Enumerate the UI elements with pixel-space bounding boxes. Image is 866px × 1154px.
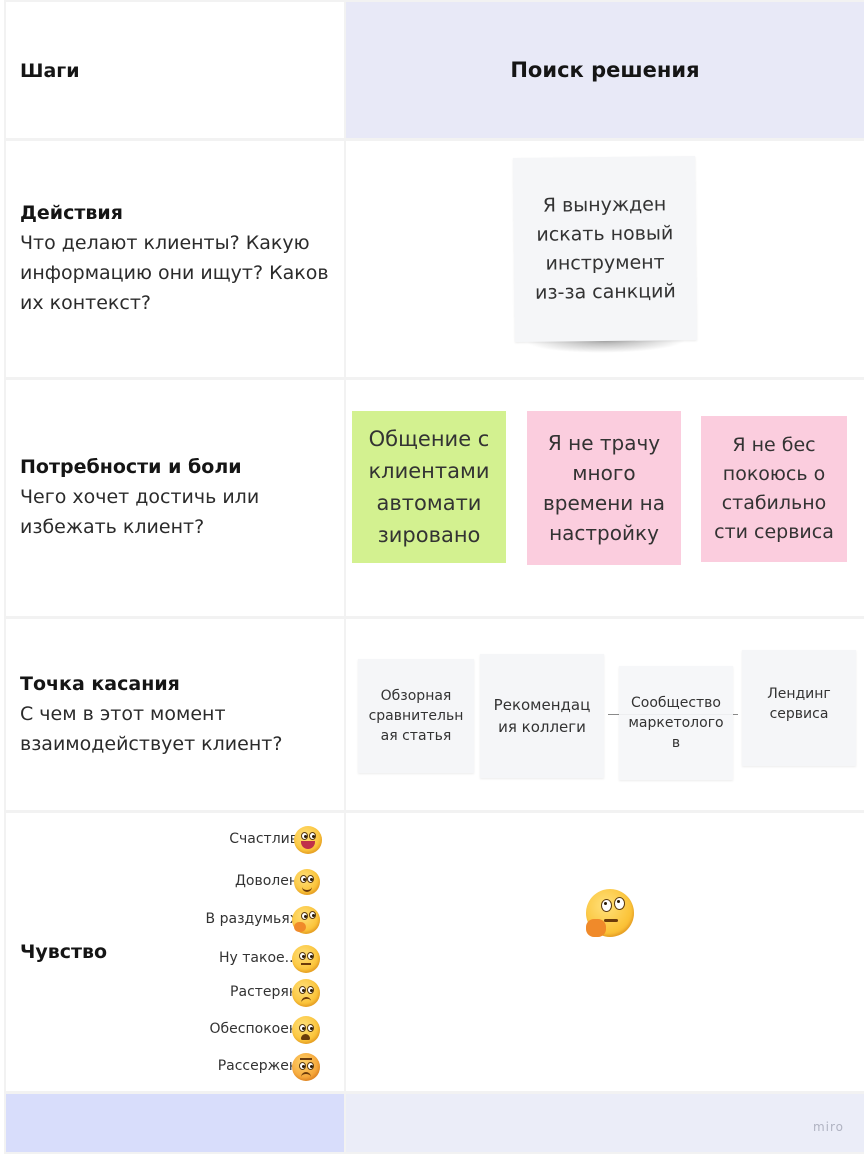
feeling-scale-confused: Растерян bbox=[6, 979, 344, 1007]
smiling-face-icon bbox=[294, 869, 320, 895]
feeling-label: Рассержен bbox=[217, 1058, 298, 1074]
touchpoint-label-cell: Точка касания С чем в этот момент взаимо… bbox=[6, 619, 344, 810]
needs-stage-cell: Общение с клиентами автомати зировано Я … bbox=[346, 380, 864, 616]
touchpoint-sticky-recommendation[interactable]: Рекомендац ия коллеги bbox=[480, 654, 604, 790]
feeling-stage-cell[interactable] bbox=[346, 813, 864, 1091]
footer-left-cell bbox=[6, 1094, 344, 1152]
journey-map-board: Шаги Поиск решения Действия Что делают к… bbox=[4, 0, 864, 1154]
touchpoint-title: Точка касания bbox=[20, 673, 180, 695]
touchpoint-sticky-landing[interactable]: Лендинг сервиса bbox=[742, 650, 856, 778]
touchpoint-stage-cell: Обзорная сравнительн ая статья Рекоменда… bbox=[346, 619, 864, 810]
feeling-label-cell: Чувство Счастлив Доволен В раздумьях Ну … bbox=[6, 813, 344, 1091]
need-sticky-text: Я не трачу много времени на настройку bbox=[543, 431, 665, 545]
feeling-title: Чувство bbox=[20, 941, 108, 963]
feeling-label: Обеспокоен bbox=[209, 1021, 298, 1037]
needs-title: Потребности и боли bbox=[20, 456, 242, 478]
actions-title: Действия bbox=[20, 202, 123, 224]
neutral-face-icon bbox=[292, 945, 320, 973]
feeling-label: Растерян bbox=[230, 984, 298, 1000]
miro-watermark: miro bbox=[812, 1120, 844, 1134]
feeling-label: Доволен bbox=[234, 873, 298, 889]
need-sticky-text: Общение с клиентами автомати зировано bbox=[368, 427, 490, 547]
happy-face-icon bbox=[294, 826, 322, 854]
actions-stage-cell: Я вынужден искать новый инструмент из-за… bbox=[346, 141, 864, 377]
worried-face-icon bbox=[292, 1016, 320, 1044]
feeling-label: В раздумьях bbox=[205, 911, 298, 927]
feeling-scale-happy: Счастлив bbox=[6, 826, 344, 854]
touchpoint-sticky-text: Лендинг сервиса bbox=[767, 686, 831, 722]
touchpoint-sticky-text: Рекомендац ия коллеги bbox=[493, 696, 591, 736]
angry-face-icon bbox=[292, 1053, 320, 1081]
touchpoint-sticky-text: Сообщество маркетолого в bbox=[628, 695, 724, 751]
needs-description: Чего хочет достичь или избежать клиент? bbox=[20, 486, 260, 538]
need-sticky-text: Я не бес покоюсь о стабильно сти сервиса bbox=[714, 434, 834, 543]
action-sticky[interactable]: Я вынужден искать новый инструмент из-за… bbox=[513, 156, 697, 342]
touchpoint-description: С чем в этот момент взаимодействует клие… bbox=[20, 703, 283, 755]
touchpoint-sticky-text: Обзорная сравнительн ая статья bbox=[368, 688, 464, 744]
thinking-face-icon[interactable] bbox=[586, 889, 634, 937]
need-sticky-setup-time[interactable]: Я не трачу много времени на настройку bbox=[527, 411, 681, 577]
feeling-scale-meh: Ну такое... bbox=[6, 945, 344, 973]
touchpoint-sticky-community[interactable]: Сообщество маркетолого в bbox=[619, 666, 733, 792]
feeling-scale-content: Доволен bbox=[6, 868, 344, 896]
need-sticky-automation[interactable]: Общение с клиентами автомати зировано bbox=[352, 411, 506, 575]
need-sticky-stability[interactable]: Я не бес покоюсь о стабильно сти сервиса bbox=[701, 416, 847, 574]
actions-description: Что делают клиенты? Какую информацию они… bbox=[20, 232, 329, 314]
action-sticky-text: Я вынужден искать новый инструмент из-за… bbox=[534, 193, 676, 304]
confused-face-icon bbox=[292, 979, 320, 1007]
feeling-scale-thinking: В раздумьях bbox=[6, 906, 344, 934]
feeling-label: Счастлив bbox=[229, 831, 298, 847]
touchpoint-sticky-review[interactable]: Обзорная сравнительн ая статья bbox=[358, 659, 474, 785]
actions-label-cell: Действия Что делают клиенты? Какую инфор… bbox=[6, 141, 344, 377]
steps-header-cell: Шаги bbox=[6, 2, 344, 138]
steps-title: Шаги bbox=[20, 60, 80, 82]
feeling-scale-worried: Обеспокоен bbox=[6, 1016, 344, 1044]
feeling-label: Ну такое... bbox=[219, 950, 298, 966]
thinking-face-icon bbox=[292, 906, 320, 934]
feeling-scale-angry: Рассержен bbox=[6, 1053, 344, 1081]
stage-title: Поиск решения bbox=[510, 58, 700, 82]
footer-right-cell: miro bbox=[346, 1094, 864, 1152]
needs-label-cell: Потребности и боли Чего хочет достичь ил… bbox=[6, 380, 344, 616]
stage-header-cell[interactable]: Поиск решения bbox=[346, 2, 864, 138]
